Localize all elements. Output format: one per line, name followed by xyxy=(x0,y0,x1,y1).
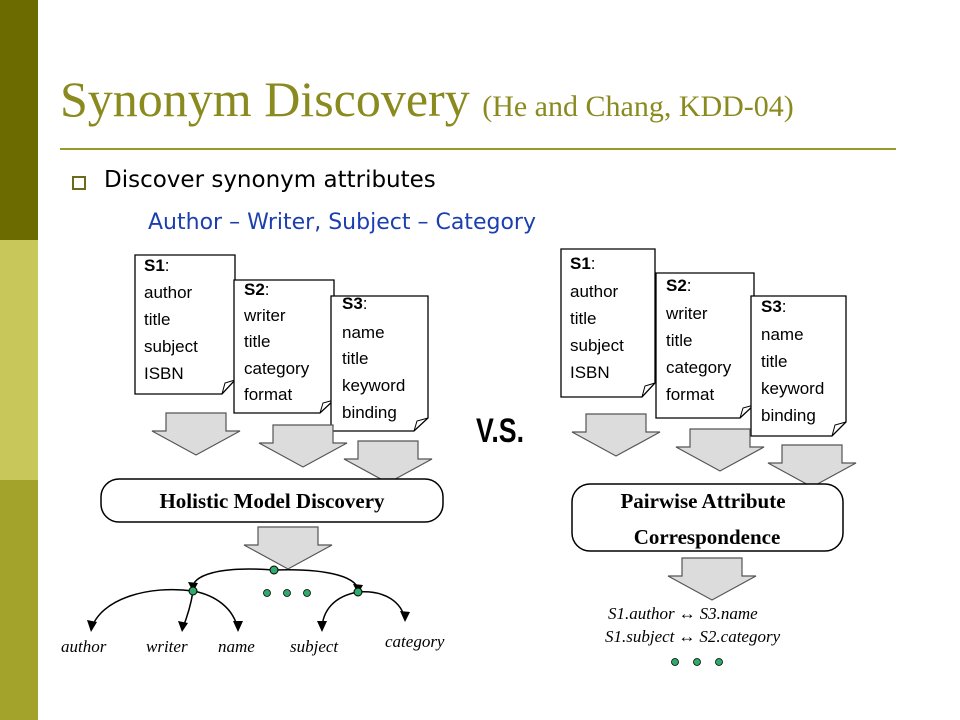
right-s2-attr-3: format xyxy=(666,385,714,404)
left-doc-s2: S2: writer title category format xyxy=(233,279,335,414)
synonym-example: Author – Writer, Subject – Category xyxy=(148,210,536,235)
left-s2-attr-2: category xyxy=(244,359,310,378)
ellipsis-dot xyxy=(671,658,679,666)
left-s3-attr-1: title xyxy=(342,349,368,368)
left-doc-s1: S1: author title subject ISBN xyxy=(134,254,236,395)
left-s3-attr-2: keyword xyxy=(342,376,405,395)
bullet-square-icon xyxy=(72,176,86,190)
right-s3-attr-1: title xyxy=(761,352,787,371)
example-sep-2: – xyxy=(410,210,436,235)
right-doc-s1: S1: author title subject ISBN xyxy=(560,248,656,398)
title-underline xyxy=(60,148,896,150)
ellipsis-dot xyxy=(303,589,311,597)
slide-sidebar xyxy=(0,0,38,720)
example-sep-1: – xyxy=(222,210,248,235)
right-s1-attr-3: ISBN xyxy=(570,363,610,382)
left-doc-s3: S3: name title keyword binding xyxy=(330,294,429,432)
right-s2-name: S2: xyxy=(666,276,692,295)
ellipsis-dot xyxy=(283,589,291,597)
right-s3-attr-2: keyword xyxy=(761,379,824,398)
right-s2-attr-1: title xyxy=(666,331,692,350)
right-s3-attr-0: name xyxy=(761,325,804,344)
right-s1-name: S1: xyxy=(570,254,596,273)
sidebar-band-dark xyxy=(0,0,38,240)
tree-root-node xyxy=(269,565,279,575)
pairwise-correspondence-box: Pairwise Attribute Correspondence xyxy=(571,483,844,552)
tree-leaf-author: author xyxy=(61,637,107,656)
example-subject: Subject xyxy=(328,210,411,235)
bullet-text: Discover synonym attributes xyxy=(104,167,436,193)
left-arrow-3 xyxy=(343,440,433,484)
slide-title: Synonym Discovery (He and Chang, KDD-04) xyxy=(60,70,794,128)
example-author: Author xyxy=(148,210,223,235)
left-s2-attr-3: format xyxy=(244,385,292,404)
sidebar-band-mid xyxy=(0,480,38,720)
right-s1-attr-0: author xyxy=(570,282,619,301)
left-s1-name: S1: xyxy=(144,256,170,275)
pairwise-label-line-1: Pairwise Attribute xyxy=(620,489,785,513)
right-arrow-3 xyxy=(767,444,857,488)
right-s3-attr-3: binding xyxy=(761,406,816,425)
right-arrow-4 xyxy=(667,557,757,601)
ellipsis-dot xyxy=(263,589,271,597)
left-s2-attr-1: title xyxy=(244,332,270,351)
right-doc-s3: S3: name title keyword binding xyxy=(750,295,847,437)
tree-leaf-subject: subject xyxy=(290,637,339,656)
left-arrow-1 xyxy=(151,412,241,456)
tree-node-left xyxy=(188,586,198,596)
correspondence-1: S1.author↔S3.name xyxy=(608,604,758,623)
example-category: Category xyxy=(435,210,536,235)
tree-leaf-name: name xyxy=(218,637,255,656)
example-comma: , xyxy=(314,210,329,235)
holistic-model-label: Holistic Model Discovery xyxy=(159,489,385,513)
correspondence-list: S1.author↔S3.name S1.subject↔S2.category xyxy=(605,604,781,666)
pairwise-label-line-2: Correspondence xyxy=(634,525,781,549)
title-main: Synonym Discovery xyxy=(60,71,470,127)
left-s3-attr-0: name xyxy=(342,323,385,342)
title-citation: (He and Chang, KDD-04) xyxy=(482,90,794,123)
example-writer: Writer xyxy=(247,210,315,235)
right-s3-name: S3: xyxy=(761,297,787,316)
left-s1-attr-1: title xyxy=(144,310,170,329)
right-arrow-1 xyxy=(571,413,661,457)
tree-leaf-category: category xyxy=(385,632,445,651)
holistic-model-box: Holistic Model Discovery xyxy=(100,478,444,523)
right-s1-attr-1: title xyxy=(570,309,596,328)
right-s1-attr-2: subject xyxy=(570,336,624,355)
tree-node-right xyxy=(353,587,363,597)
left-s2-attr-0: writer xyxy=(243,306,286,325)
right-s2-attr-2: category xyxy=(666,358,732,377)
tree-leaf-writer: writer xyxy=(146,637,188,656)
left-s3-name: S3: xyxy=(342,294,368,313)
left-s2-name: S2: xyxy=(244,280,270,299)
ellipsis-dot xyxy=(693,658,701,666)
left-s1-attr-2: subject xyxy=(144,337,198,356)
right-s2-attr-0: writer xyxy=(665,304,708,323)
sidebar-band-light xyxy=(0,240,38,480)
left-s1-attr-0: author xyxy=(144,283,193,302)
left-s3-attr-3: binding xyxy=(342,403,397,422)
correspondence-2: S1.subject↔S2.category xyxy=(605,627,781,646)
left-s1-attr-3: ISBN xyxy=(144,364,184,383)
synonym-tree: author writer name subject category xyxy=(61,565,445,656)
right-doc-s2: S2: writer title category format xyxy=(655,272,755,419)
left-arrow-4 xyxy=(243,526,333,570)
versus-label: V.S. xyxy=(476,412,524,450)
ellipsis-dot xyxy=(715,658,723,666)
